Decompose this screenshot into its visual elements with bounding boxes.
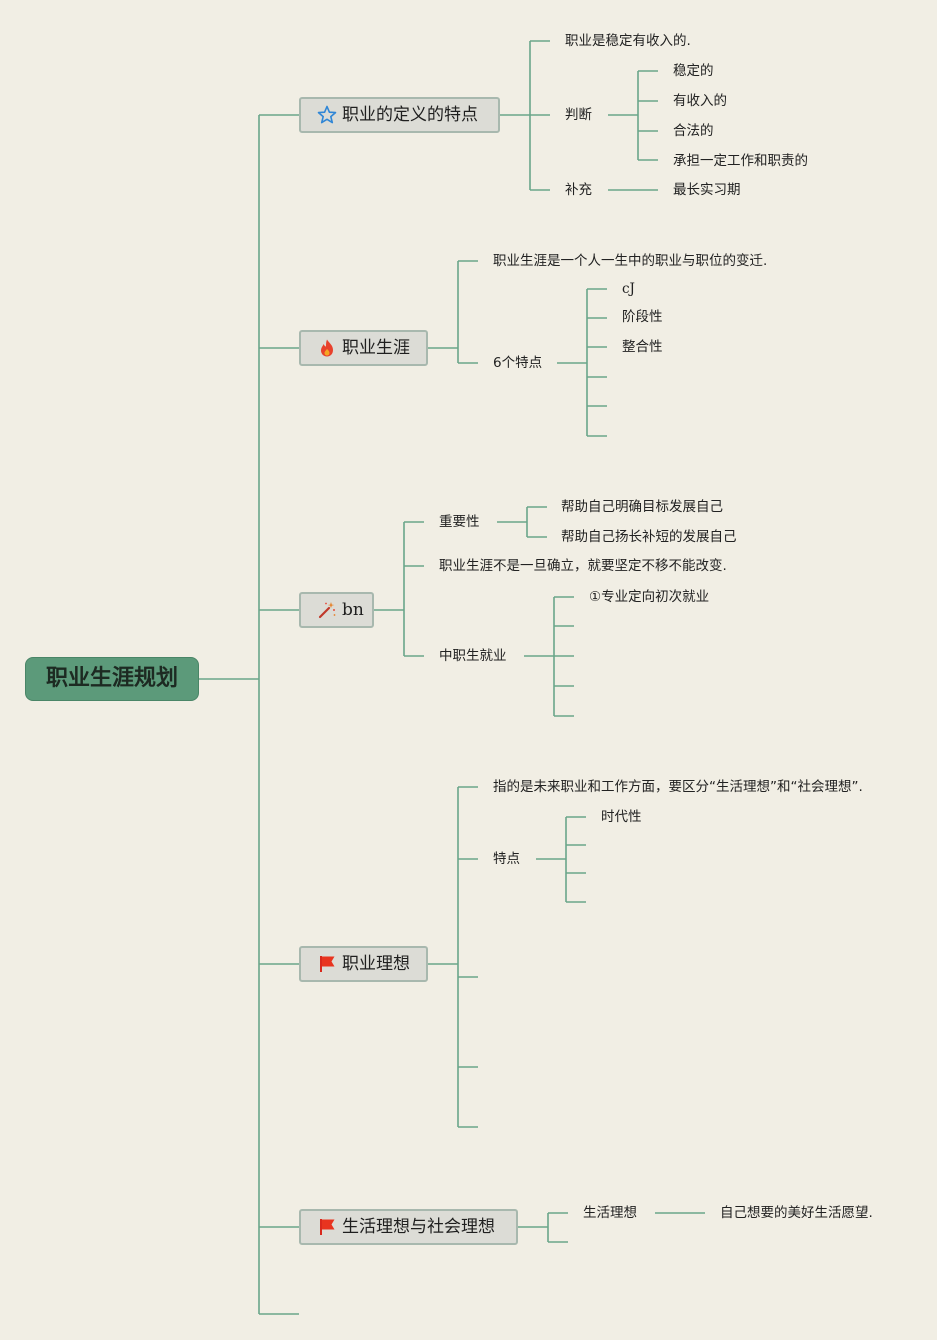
topic-definition[interactable]: 职业生涯是一个人一生中的职业与职位的变迁.: [493, 253, 768, 269]
fire-icon: [317, 338, 337, 358]
branch-label: bn: [342, 600, 364, 620]
topic-life-ideal[interactable]: 生活理想: [583, 1205, 637, 1221]
flag-icon: [317, 1217, 337, 1237]
topic-judge[interactable]: 判断: [565, 107, 592, 123]
branch-label: 生活理想与社会理想: [342, 1217, 495, 1237]
subtopic-item[interactable]: 有收入的: [673, 93, 727, 109]
subtopic-item[interactable]: 承担一定工作和职责的: [673, 153, 808, 169]
topic-definition[interactable]: 指的是未来职业和工作方面，要区分“生活理想”和“社会理想”.: [493, 779, 863, 795]
subtopic-item[interactable]: 阶段性: [622, 309, 663, 325]
topic-employment[interactable]: 中职生就业: [439, 648, 507, 664]
subtopic-item[interactable]: 时代性: [601, 809, 642, 825]
topic-supplement[interactable]: 补充: [565, 182, 592, 198]
subtopic-item[interactable]: 帮助自己扬长补短的发展自己: [561, 529, 737, 545]
subtopic-item[interactable]: 整合性: [622, 339, 663, 355]
topic-statement[interactable]: 职业生涯不是一旦确立，就要坚定不移不能改变.: [439, 558, 727, 574]
branch-node-ideal[interactable]: 职业理想: [299, 946, 428, 982]
topic-definition[interactable]: 职业是稳定有收入的.: [565, 33, 691, 49]
topic-features[interactable]: 特点: [493, 851, 520, 867]
branch-label: 职业理想: [342, 954, 410, 974]
flag-icon: [317, 954, 337, 974]
branch-node-life-social[interactable]: 生活理想与社会理想: [299, 1209, 518, 1245]
topic-importance[interactable]: 重要性: [439, 514, 480, 530]
subtopic-item[interactable]: 最长实习期: [673, 182, 741, 198]
branch-node-definition[interactable]: 职业的定义的特点: [299, 97, 500, 133]
root-node[interactable]: 职业生涯规划: [25, 657, 199, 701]
branch-label: 职业生涯: [342, 338, 410, 358]
subtopic-item[interactable]: 自己想要的美好生活愿望.: [720, 1205, 873, 1221]
subtopic-item[interactable]: cJ: [622, 281, 635, 297]
subtopic-item[interactable]: 帮助自己明确目标发展自己: [561, 499, 723, 515]
subtopic-item[interactable]: 合法的: [673, 123, 714, 139]
branch-label: 职业的定义的特点: [342, 105, 478, 125]
star-icon: [317, 105, 337, 125]
magic-wand-icon: [317, 600, 337, 620]
topic-features[interactable]: 6个特点: [493, 355, 543, 371]
subtopic-item[interactable]: ①专业定向初次就业: [589, 589, 710, 605]
branch-node-bn[interactable]: bn: [299, 592, 374, 628]
branch-node-career[interactable]: 职业生涯: [299, 330, 428, 366]
subtopic-item[interactable]: 稳定的: [673, 63, 714, 79]
